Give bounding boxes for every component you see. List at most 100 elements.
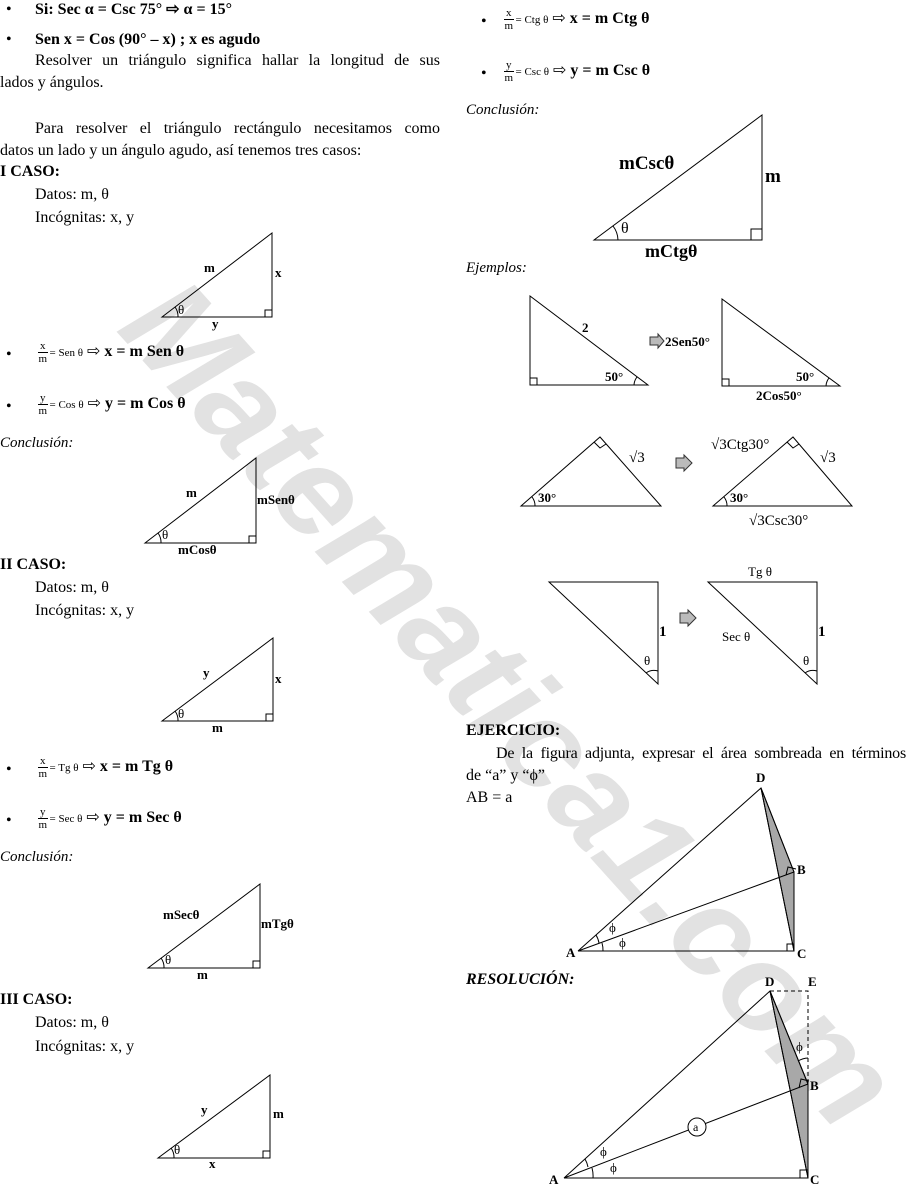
triangle-ex3 bbox=[547, 581, 659, 686]
formula-eq: = Csc θ bbox=[515, 66, 549, 79]
label-top-result: Tg θ bbox=[748, 564, 772, 579]
examples-title: Ejemplos: bbox=[466, 260, 527, 276]
label-vertex-b: B bbox=[810, 1078, 819, 1093]
paragraph-line: lados y ángulos. bbox=[0, 74, 104, 91]
paragraph-line: Para resolver el triángulo rectángulo ne… bbox=[35, 120, 440, 137]
watermark-text: Matematica1.com bbox=[94, 251, 906, 1154]
triangle-ex2-result bbox=[711, 436, 854, 507]
formula-result: y = m Sec θ bbox=[103, 809, 182, 827]
label-vertex-c: C bbox=[797, 946, 806, 961]
label-phi: ϕ bbox=[619, 935, 626, 950]
paragraph-line: datos un lado y un ángulo agudo, así ten… bbox=[0, 142, 362, 159]
implies-arrow-icon: ⇨ bbox=[552, 10, 566, 28]
label-vertex-d: D bbox=[765, 974, 774, 989]
triangle-case3-conclusion bbox=[592, 114, 763, 241]
numerator: y bbox=[38, 806, 48, 819]
exercise-given: AB = a bbox=[466, 789, 513, 806]
label-vertex-b: B bbox=[797, 862, 806, 877]
case1-unknowns: Incógnitas: x, y bbox=[35, 209, 135, 226]
label-leg: √3 bbox=[629, 450, 645, 466]
arrow-icon bbox=[679, 608, 697, 628]
bullet: • bbox=[6, 398, 12, 415]
formula-eq: = Tg θ bbox=[49, 762, 79, 775]
label-angle: θ bbox=[644, 653, 650, 668]
triangle-ex1 bbox=[529, 294, 650, 386]
formula-eq: = Sen θ bbox=[49, 347, 83, 360]
statement-result: α = 15° bbox=[183, 1, 232, 18]
label-angle: θ bbox=[621, 220, 629, 237]
triangle-case3 bbox=[156, 1074, 271, 1159]
label-leg: √3 bbox=[820, 450, 836, 466]
label-leg: mSenθ bbox=[257, 492, 295, 507]
label-phi: ϕ bbox=[796, 1039, 803, 1054]
label-base: mCosθ bbox=[178, 542, 217, 557]
formula-eq: = Cos θ bbox=[49, 399, 84, 412]
formula-result: y = m Csc θ bbox=[570, 62, 651, 80]
label-vertex-a: A bbox=[566, 945, 576, 960]
implies-arrow-icon: ⇨ bbox=[87, 395, 101, 413]
formula-eq: = Ctg θ bbox=[515, 14, 549, 27]
triangle-case2 bbox=[160, 637, 274, 722]
implies-arrow-icon: ⇨ bbox=[86, 809, 100, 827]
denominator: m bbox=[38, 819, 48, 831]
label-top-result: √3Ctg30° bbox=[711, 437, 769, 453]
triangle-case1 bbox=[160, 231, 273, 318]
implies-arrow-icon: ⇨ bbox=[552, 62, 567, 80]
label-base: x bbox=[209, 1156, 216, 1171]
label-leg: 1 bbox=[818, 624, 826, 640]
exercise-text: de “a” y “ϕ” bbox=[466, 767, 546, 784]
label-hyp: y bbox=[203, 665, 210, 680]
label-angle: θ bbox=[174, 1142, 180, 1157]
label-angle: θ bbox=[803, 653, 809, 668]
label-vertex-e: E bbox=[808, 974, 817, 989]
triangle-ex3-result bbox=[706, 581, 818, 686]
bullet: • bbox=[6, 761, 12, 778]
conclusion-label: Conclusión: bbox=[0, 435, 74, 451]
label-hyp: mCscθ bbox=[619, 153, 674, 174]
statement-line2: Sen x = Cos (90° – x) ; x es agudo bbox=[35, 31, 261, 48]
case1-data: Datos: m, θ bbox=[35, 186, 109, 203]
statement-line1: Si: Sec α = Csc 75°⇨α = 15° bbox=[35, 1, 232, 19]
label-phi: ϕ bbox=[610, 1160, 617, 1175]
label-hyp: m bbox=[204, 260, 215, 275]
triangles bbox=[143, 114, 854, 1179]
case2-data: Datos: m, θ bbox=[35, 579, 109, 596]
label-angle: 30° bbox=[730, 490, 748, 505]
label-angle: θ bbox=[178, 302, 184, 317]
label-leg: 1 bbox=[659, 624, 667, 640]
bullet: • bbox=[6, 1, 12, 18]
exercise-title: EJERCICIO: bbox=[466, 722, 561, 739]
label-leg: x bbox=[275, 265, 282, 280]
numerator: x bbox=[38, 340, 48, 353]
label-hyp: mSecθ bbox=[163, 907, 200, 922]
formula-result: x = m Ctg θ bbox=[569, 10, 650, 28]
case2-unknowns: Incógnitas: x, y bbox=[35, 602, 135, 619]
label-hyp: 2 bbox=[582, 320, 589, 335]
denominator: m bbox=[504, 20, 514, 32]
label-angle: 30° bbox=[538, 490, 556, 505]
numerator: x bbox=[38, 755, 48, 768]
numerator: y bbox=[504, 59, 514, 72]
label-base: m bbox=[212, 720, 223, 735]
formula-eq: = Sec θ bbox=[49, 813, 83, 826]
exercise-figure bbox=[577, 787, 797, 952]
resolution-title: RESOLUCIÓN: bbox=[466, 971, 575, 988]
formula-result: y = m Cos θ bbox=[105, 395, 186, 413]
label-vertex-d: D bbox=[756, 770, 765, 785]
conclusion-label: Conclusión: bbox=[0, 849, 74, 865]
implies-arrow-icon: ⇨ bbox=[166, 1, 180, 18]
case2-title: II CASO: bbox=[0, 556, 67, 573]
case3-title: III CASO: bbox=[0, 991, 73, 1008]
bullet: • bbox=[6, 812, 12, 829]
bullet: • bbox=[6, 31, 12, 48]
label-hyp: m bbox=[186, 485, 197, 500]
label-angle: 50° bbox=[605, 369, 623, 384]
triangle-case1-conclusion bbox=[143, 456, 257, 544]
denominator: m bbox=[38, 405, 48, 417]
figure-labels: m x y θ m mSenθ mCosθ θ y x m θ mSecθ mT… bbox=[162, 153, 836, 1185]
